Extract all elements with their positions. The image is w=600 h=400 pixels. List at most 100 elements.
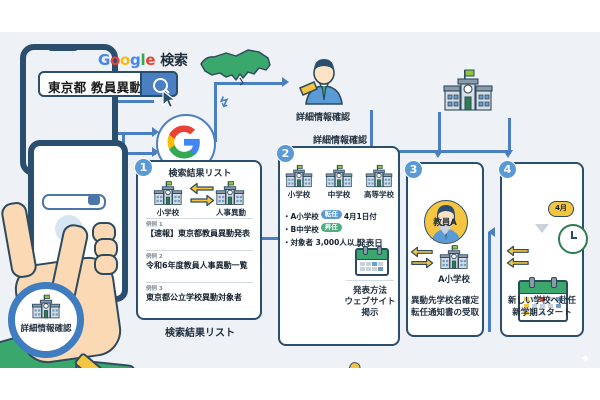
announce-method-line: ウェブサイト: [344, 297, 396, 307]
connector-line: [370, 110, 373, 152]
step-4-caption-line: 新しい学校へ赴任: [507, 296, 576, 306]
triangle-down-icon: [535, 224, 549, 233]
calendar-ring: [363, 246, 368, 255]
bullet-prefix: ・対象者 3,000人以上: [283, 238, 362, 247]
connector-line: [488, 232, 491, 332]
result-text[interactable]: 令和6年度教員人事異動一覧: [146, 261, 248, 270]
status-badge-tennin: 転任: [320, 209, 342, 220]
school-building-icon: [440, 68, 496, 112]
step-3-caption-line: 転任通知書の受取: [410, 308, 479, 318]
calendar-icon: [518, 277, 568, 322]
google-logo-g1: G: [98, 51, 111, 69]
school-building-icon: [152, 180, 184, 206]
magnifier-icon: [8, 282, 84, 358]
calendar-ring: [529, 277, 535, 288]
step-3-caption-line: 異動先学校名確定: [410, 296, 479, 306]
connector-line: [438, 112, 441, 152]
bullet-suffix: 4月1日付: [343, 212, 377, 221]
person-with-document-icon: [296, 54, 348, 106]
google-logo-o1: o: [110, 51, 121, 69]
google-logo-o2: o: [120, 51, 131, 69]
connector-line: [122, 152, 156, 155]
step-1-caption: 検索結果リスト: [165, 328, 235, 339]
connector-line: [214, 82, 284, 85]
school-building-icon: [438, 244, 470, 270]
school-building-icon: [324, 164, 354, 188]
step-4-caption-line: 新学期スタート: [512, 308, 572, 318]
school-building-icon: [364, 164, 394, 188]
teacher-avatar-icon: [424, 200, 468, 244]
step-2-number-badge: 2: [276, 144, 295, 163]
search-icon: [153, 78, 168, 93]
calendar-header: [357, 250, 387, 260]
divider: [145, 282, 253, 283]
step-3-school-label: A小学校: [437, 275, 471, 285]
connector-line: [508, 118, 511, 154]
google-logo-e: e: [145, 51, 156, 69]
step-1-icon-label: 小学校: [156, 208, 180, 217]
result-eyebrow: 例例 3: [146, 286, 163, 292]
school-building-icon: [284, 164, 314, 188]
google-search-word: 検索: [160, 53, 188, 69]
calendar-ring: [377, 246, 382, 255]
arrow-head-icon: [433, 150, 443, 158]
bullet-prefix: ・B中学校: [283, 225, 319, 234]
phone-search-icon[interactable]: [88, 195, 100, 205]
step-2-school-label: 小学校: [287, 190, 311, 199]
curved-arrow-icon: ↯: [216, 93, 232, 113]
step-2-school-label: 中学校: [327, 190, 351, 199]
calendar-ring: [551, 277, 557, 288]
step-2-bullet: ・B中学校昇任: [283, 217, 344, 236]
phone-notch: [46, 44, 80, 51]
connector-line: [112, 100, 154, 103]
connector-line: [112, 132, 154, 135]
yellow-dot: [345, 360, 362, 368]
result-eyebrow: 例例 2: [146, 254, 163, 260]
arrow-head-icon: [282, 77, 289, 87]
school-building-icon: [214, 180, 246, 206]
calendar-month-badge: 4月: [548, 201, 574, 217]
divider: [145, 218, 253, 219]
step-1-number-badge: 1: [134, 158, 153, 177]
connector-line: [214, 82, 217, 142]
step-3-number-badge: 3: [404, 160, 423, 179]
result-eyebrow: 例例 1: [146, 222, 163, 228]
search-button[interactable]: [140, 71, 178, 97]
step-2-bullet: ・対象者 3,000人以上: [283, 230, 362, 249]
clock-icon: [558, 224, 588, 254]
arrow-head-icon: [488, 227, 495, 237]
step-2-school-label: 高等学校: [364, 190, 394, 199]
swap-arrows-icon: [506, 244, 530, 268]
connector-line: [260, 237, 282, 240]
top-person-label: 詳細情報確認: [295, 113, 350, 123]
result-text[interactable]: 【速報】東京都教員異動発表: [146, 229, 250, 238]
arrow-head-icon: [152, 147, 159, 157]
bullet-prefix: ・A小学校: [283, 212, 319, 221]
swap-arrows-icon: [410, 245, 434, 269]
step-3-person-label: 教員A: [433, 218, 457, 228]
search-query-text: 東京都 教員異動: [48, 80, 143, 95]
announce-method-title: 発表方法: [352, 286, 387, 296]
arrow-head-icon: [152, 127, 159, 137]
step-1-title: 検索結果リスト: [168, 169, 232, 179]
google-logo-l: l: [140, 51, 146, 69]
calendar-header: [520, 282, 566, 294]
announce-date-title: 発表日: [357, 239, 383, 249]
tokyo-map-icon: [196, 44, 274, 100]
arrow-head-icon: [503, 150, 513, 158]
google-logo-g2: g: [130, 51, 141, 69]
step-3-card: [406, 162, 484, 337]
calendar-icon: [355, 246, 389, 276]
swap-arrows-icon: [189, 182, 215, 207]
school-building-icon: [30, 294, 62, 319]
hand-knuckle: [94, 254, 118, 275]
result-text[interactable]: 東京都公立学校異動対象者: [146, 293, 242, 302]
announce-method-line: 掲示: [361, 308, 379, 318]
sparkle-icon: ✦: [580, 352, 591, 367]
divider: [145, 250, 253, 251]
step-1-icon-label: 人事異動: [216, 208, 246, 217]
